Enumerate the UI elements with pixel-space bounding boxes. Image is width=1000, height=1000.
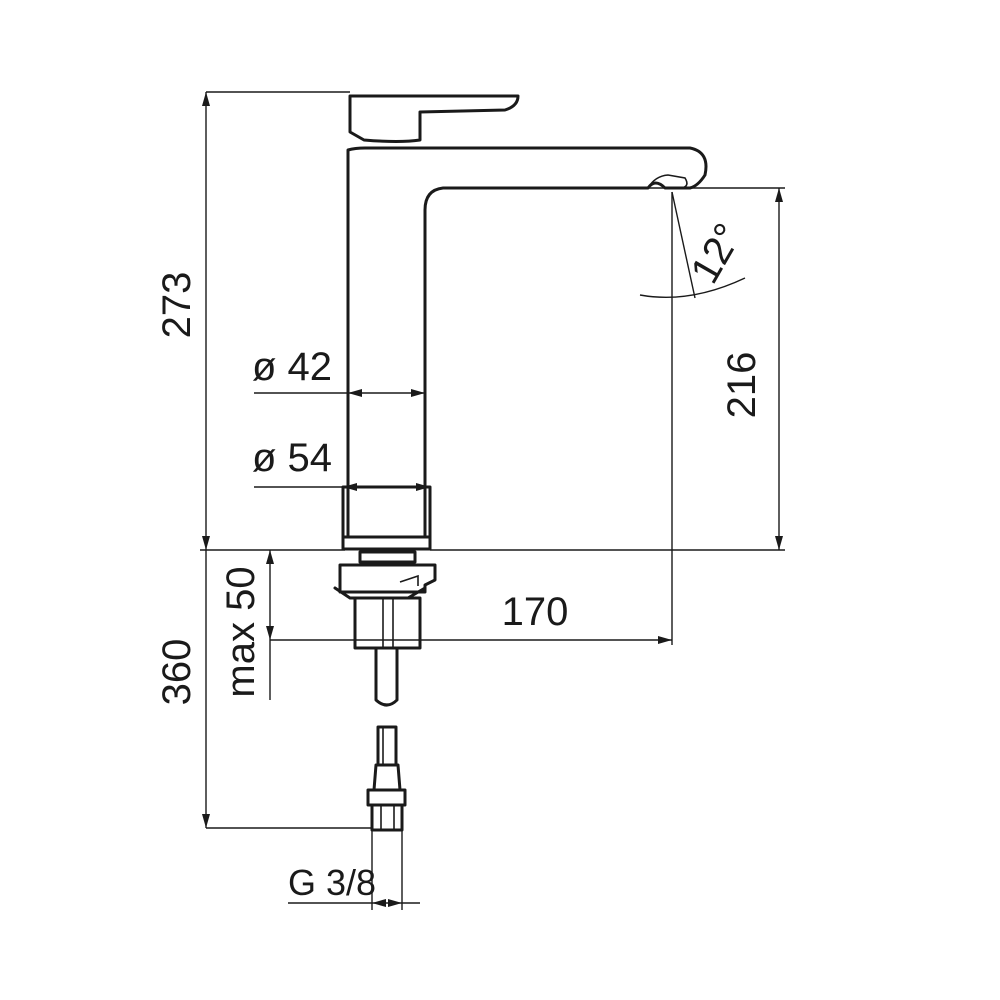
nut-notch xyxy=(399,574,419,586)
max-thickness-label: max 50 xyxy=(219,566,263,697)
base-diameter-label: ø 54 xyxy=(252,436,332,480)
lever-handle xyxy=(348,94,520,143)
spout-outline xyxy=(346,146,708,539)
faucet-body xyxy=(341,94,708,551)
washer-top xyxy=(358,550,417,564)
fixing-assembly xyxy=(333,550,437,832)
dimension-lines xyxy=(200,91,785,910)
hose-coupling xyxy=(372,763,402,792)
aerator xyxy=(646,174,688,189)
under-counter-label: 360 xyxy=(155,639,199,706)
reach-label: 170 xyxy=(502,590,569,634)
fixing-nut xyxy=(338,563,437,594)
body-diameter-label: ø 42 xyxy=(252,345,332,389)
spout-height-label: 216 xyxy=(720,352,764,419)
base-plate xyxy=(341,535,432,551)
connector-end xyxy=(370,803,404,832)
hose-lower xyxy=(376,725,398,767)
threaded-stud xyxy=(353,596,422,650)
hose-upper xyxy=(374,646,399,707)
base-ring xyxy=(341,485,432,539)
connection-label: G 3/8 xyxy=(288,862,376,903)
connector-nut xyxy=(366,788,407,807)
total-height-label: 273 xyxy=(155,272,199,339)
